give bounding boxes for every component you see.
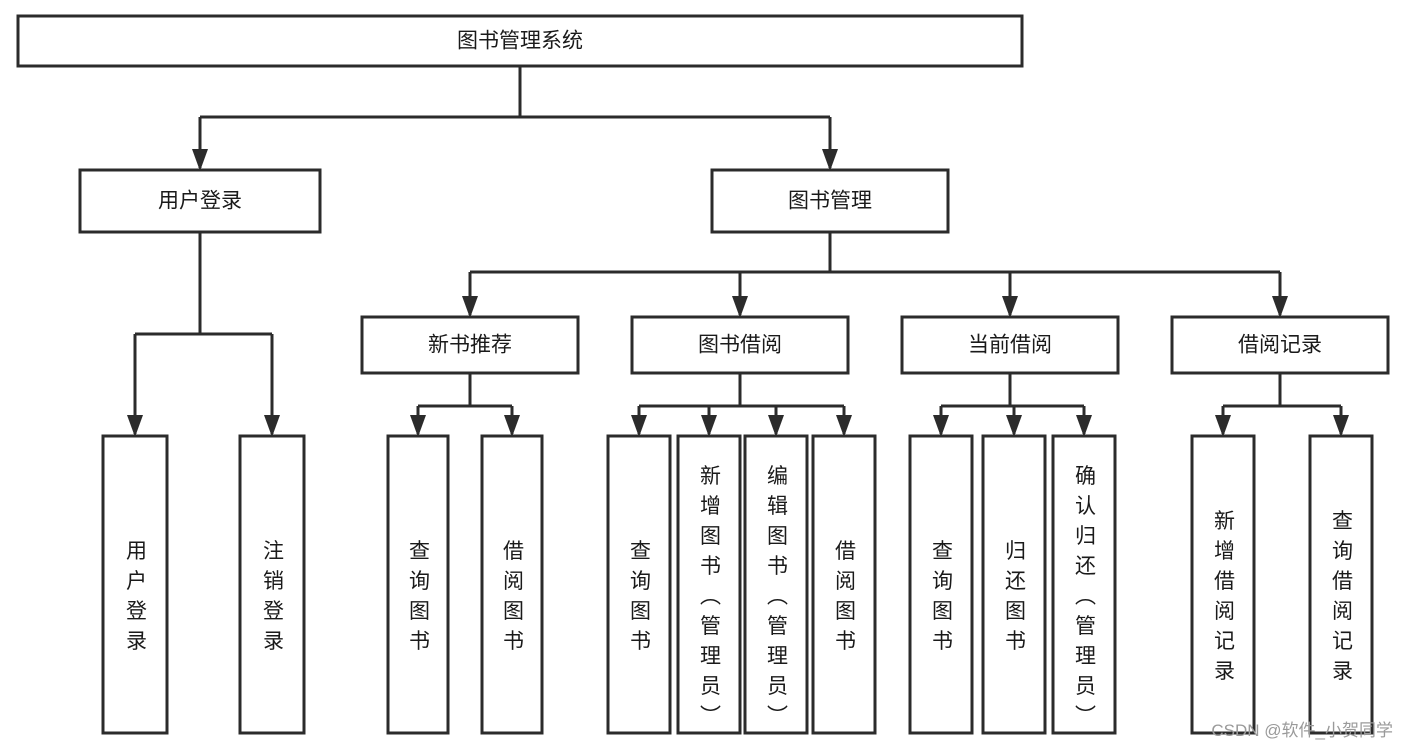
node-leaf-1-注销登录[interactable]: 注销登录 [238, 434, 306, 735]
node-leaf-0-用户登录[interactable]: 用户登录 [101, 434, 169, 735]
node-leaf-11-新增借阅记录-label: 新增借阅记录 [1212, 509, 1236, 684]
node-leaf-9-归还图书[interactable]: 归还图书 [981, 434, 1047, 735]
node-leaf-6-编辑图书管理员-label: 编辑图书（管理员） [765, 464, 789, 729]
node-root-图书管理系统[interactable]: 图书管理系统 [16, 14, 1024, 68]
node-leaf-8-查询图书[interactable]: 查询图书 [908, 434, 974, 735]
node-leaf-2-查询图书[interactable]: 查询图书 [386, 434, 450, 735]
node-leaf-10-确认归还管理员[interactable]: 确认归还（管理员） [1051, 434, 1117, 735]
node-l3-借阅记录-label: 借阅记录 [1238, 334, 1322, 357]
node-l3-图书借阅[interactable]: 图书借阅 [630, 315, 850, 375]
node-l3-当前借阅[interactable]: 当前借阅 [900, 315, 1120, 375]
connector-layer [127, 66, 1349, 437]
node-leaf-11-新增借阅记录[interactable]: 新增借阅记录 [1190, 434, 1256, 735]
node-leaf-6-编辑图书管理员[interactable]: 编辑图书（管理员） [743, 434, 809, 735]
node-l3-借阅记录[interactable]: 借阅记录 [1170, 315, 1390, 375]
node-l3-图书借阅-label: 图书借阅 [698, 334, 782, 357]
node-leaf-8-查询图书-label: 查询图书 [930, 539, 954, 654]
node-leaf-4-查询图书-label: 查询图书 [628, 539, 652, 654]
node-leaf-3-借阅图书-box[interactable] [480, 434, 544, 735]
node-l3-当前借阅-box[interactable] [900, 315, 1120, 375]
node-l2-用户登录-label: 用户登录 [158, 190, 242, 213]
node-l2-图书管理-box[interactable] [710, 168, 950, 234]
node-leaf-9-归还图书-box[interactable] [981, 434, 1047, 735]
node-l2-用户登录[interactable]: 用户登录 [78, 168, 322, 234]
node-leaf-3-借阅图书-label: 借阅图书 [501, 539, 525, 654]
node-leaf-4-查询图书[interactable]: 查询图书 [606, 434, 672, 735]
node-l2-用户登录-box[interactable] [78, 168, 322, 234]
node-leaf-5-新增图书管理员-box[interactable] [676, 434, 742, 735]
node-leaf-5-新增图书管理员-label: 新增图书（管理员） [698, 464, 722, 729]
node-leaf-11-新增借阅记录-box[interactable] [1190, 434, 1256, 735]
node-layer: 图书管理系统用户登录图书管理新书推荐图书借阅当前借阅借阅记录用户登录注销登录查询… [16, 14, 1390, 735]
node-root-图书管理系统-label: 图书管理系统 [457, 30, 583, 53]
node-l3-新书推荐-label: 新书推荐 [428, 334, 512, 357]
node-root-图书管理系统-box[interactable] [16, 14, 1024, 68]
node-leaf-12-查询借阅记录-label: 查询借阅记录 [1330, 509, 1354, 684]
node-l3-新书推荐[interactable]: 新书推荐 [360, 315, 580, 375]
node-l3-当前借阅-label: 当前借阅 [968, 334, 1052, 357]
node-leaf-9-归还图书-label: 归还图书 [1003, 539, 1027, 654]
node-leaf-12-查询借阅记录[interactable]: 查询借阅记录 [1308, 434, 1374, 735]
node-l3-图书借阅-box[interactable] [630, 315, 850, 375]
node-leaf-7-借阅图书-box[interactable] [811, 434, 877, 735]
node-leaf-10-确认归还管理员-box[interactable] [1051, 434, 1117, 735]
node-l3-新书推荐-box[interactable] [360, 315, 580, 375]
node-leaf-1-注销登录-box[interactable] [238, 434, 306, 735]
node-leaf-5-新增图书管理员[interactable]: 新增图书（管理员） [676, 434, 742, 735]
node-leaf-4-查询图书-box[interactable] [606, 434, 672, 735]
node-leaf-2-查询图书-box[interactable] [386, 434, 450, 735]
node-leaf-0-用户登录-label: 用户登录 [124, 539, 148, 654]
node-leaf-0-用户登录-box[interactable] [101, 434, 169, 735]
node-leaf-7-借阅图书-label: 借阅图书 [833, 539, 857, 654]
node-leaf-3-借阅图书[interactable]: 借阅图书 [480, 434, 544, 735]
node-leaf-8-查询图书-box[interactable] [908, 434, 974, 735]
node-leaf-10-确认归还管理员-label: 确认归还（管理员） [1073, 464, 1097, 729]
node-l2-图书管理[interactable]: 图书管理 [710, 168, 950, 234]
node-leaf-6-编辑图书管理员-box[interactable] [743, 434, 809, 735]
node-leaf-2-查询图书-label: 查询图书 [407, 539, 431, 654]
node-l2-图书管理-label: 图书管理 [788, 190, 872, 213]
node-leaf-1-注销登录-label: 注销登录 [261, 539, 285, 654]
node-leaf-7-借阅图书[interactable]: 借阅图书 [811, 434, 877, 735]
node-l3-借阅记录-box[interactable] [1170, 315, 1390, 375]
node-leaf-12-查询借阅记录-box[interactable] [1308, 434, 1374, 735]
